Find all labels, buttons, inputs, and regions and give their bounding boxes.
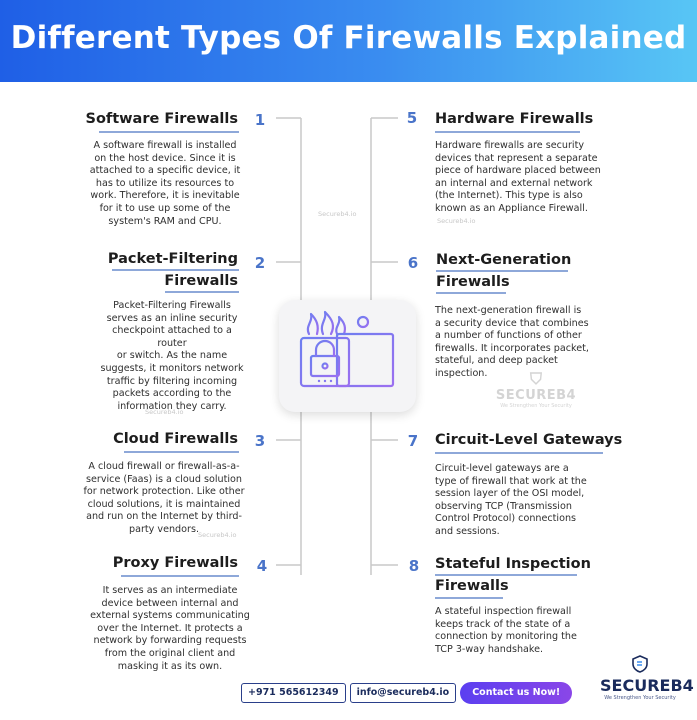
- item-5-title: Hardware Firewalls: [435, 111, 594, 127]
- item-8-underline-2: [435, 597, 503, 599]
- item-4-title: Proxy Firewalls: [112, 555, 238, 571]
- item-5-number: 5: [406, 109, 418, 127]
- item-1-number: 1: [254, 111, 266, 129]
- item-4-number: 4: [256, 557, 268, 575]
- contact-footer: +971 565612349 info@secureb4.io Contact …: [241, 682, 573, 704]
- watermark-5: Secureb4.io: [437, 217, 476, 225]
- item-1-underline: [99, 131, 239, 133]
- item-2-underline-1: [112, 269, 239, 271]
- item-3-title: Cloud Firewalls: [113, 431, 238, 447]
- item-2-number: 2: [254, 254, 266, 272]
- item-1-title: Software Firewalls: [85, 111, 238, 127]
- item-6-underline-2: [436, 292, 506, 294]
- item-8-number: 8: [408, 557, 420, 575]
- watermark-logo: ⛉ SECUREB4 We Strengthen Your Security: [486, 369, 586, 410]
- page-title: Different Types Of Firewalls Explained: [10, 20, 687, 56]
- item-5-underline: [435, 131, 580, 133]
- item-6-number: 6: [407, 254, 419, 272]
- item-4-underline: [121, 575, 239, 577]
- item-8-underline-1: [435, 574, 577, 576]
- item-6-underline-1: [436, 270, 568, 272]
- phone-link[interactable]: +971 565612349: [241, 683, 346, 703]
- item-2-underline-2: [165, 291, 239, 293]
- item-7-number: 7: [407, 432, 419, 450]
- header-banner: Different Types Of Firewalls Explained: [0, 0, 697, 82]
- item-3-underline: [124, 451, 239, 453]
- email-link[interactable]: info@secureb4.io: [349, 683, 457, 703]
- item-7-title: Circuit-Level Gateways: [435, 432, 623, 448]
- shield-logo-icon: ⛉: [529, 369, 542, 388]
- contact-us-button[interactable]: Contact us Now!: [460, 682, 573, 704]
- item-7-underline: [435, 452, 603, 454]
- brand-logo: SECUREB4 We Strengthen Your Security: [600, 655, 694, 701]
- firewall-illustration-icon: [299, 310, 395, 397]
- watermark-3: Secureb4.io: [198, 531, 237, 539]
- watermark-2: Secureb4.io: [145, 408, 184, 416]
- item-3-number: 3: [254, 432, 266, 450]
- firewall-illustration-card: [279, 300, 416, 412]
- shield-logo-icon: [632, 655, 648, 673]
- watermark-center: Secureb4.io: [318, 210, 357, 218]
- item-3-description: A cloud firewall or firewall-as-a-servic…: [83, 461, 245, 535]
